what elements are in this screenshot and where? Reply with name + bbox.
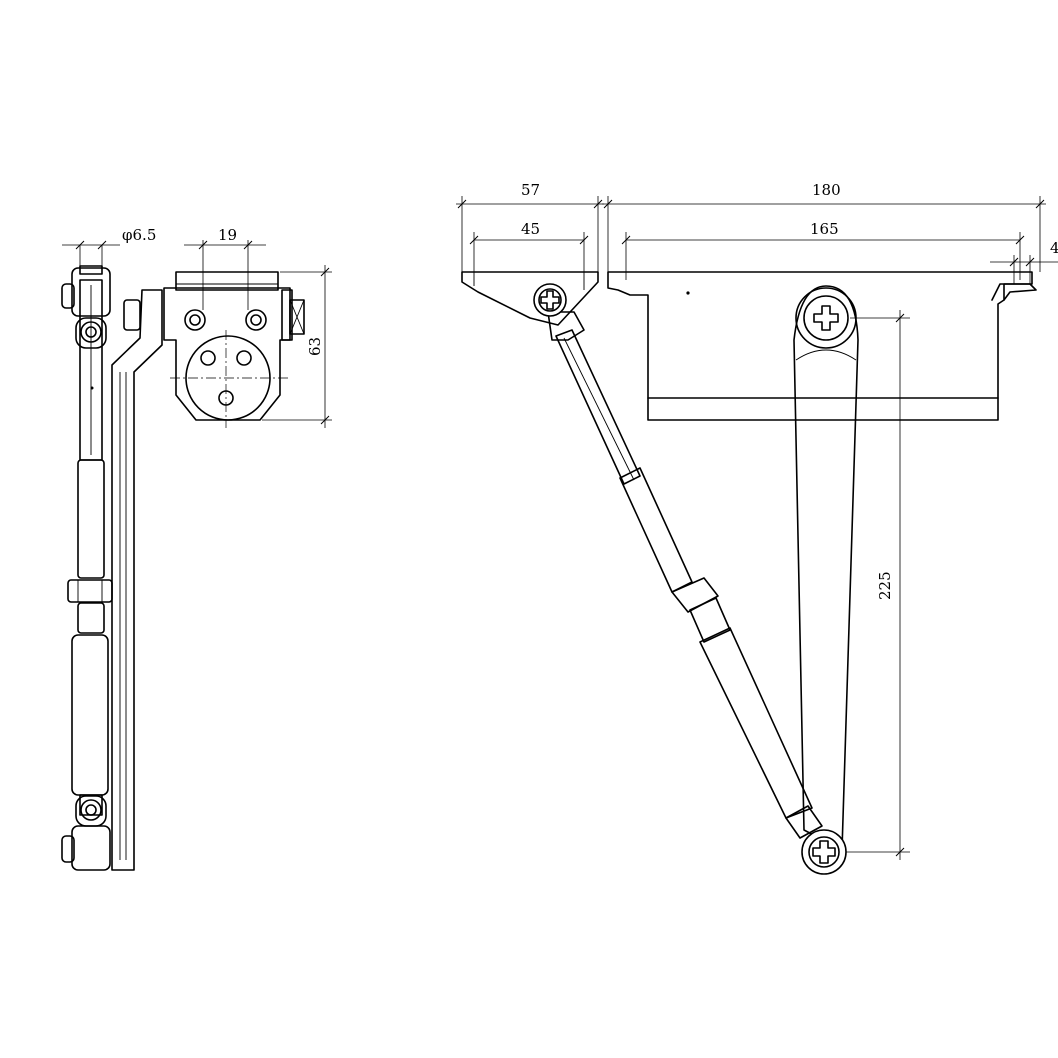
front-forearm (547, 311, 823, 839)
front-closer-body (607, 271, 1037, 421)
dim-bracket-holes-label: 45 (521, 220, 540, 238)
dim-pin-diameter-label: φ6.5 (122, 226, 156, 244)
side-bottom-rod-end (61, 795, 111, 871)
dim-edge-offset-label: 4 (1050, 239, 1058, 257)
side-closer-body (163, 271, 305, 428)
dim-bracket-holes: 45 (469, 220, 589, 272)
dim-arm-length: 225 (846, 310, 910, 860)
side-main-arm (111, 289, 163, 871)
side-view: φ6.5 19 63 (61, 226, 332, 871)
front-main-arm (793, 285, 859, 851)
dim-bracket-height: 63 (262, 265, 332, 428)
side-arm-rod (67, 279, 113, 816)
side-top-rod-end (61, 265, 111, 390)
dim-hole-spacing: 19 (184, 226, 266, 310)
dim-hole-spacing-label: 19 (218, 226, 237, 244)
dim-body-overall-label: 180 (812, 181, 841, 199)
dim-body-overall: 180 (602, 181, 1046, 272)
dim-bracket-overall-label: 57 (521, 181, 540, 199)
dim-arm-length-label: 225 (876, 571, 894, 600)
bottom-pivot-screw-icon (812, 840, 836, 864)
bracket-pivot (533, 283, 567, 317)
front-door-bracket (461, 271, 599, 326)
dim-body-holes-label: 165 (810, 220, 839, 238)
dim-bracket-height-label: 63 (306, 337, 324, 356)
dim-pin-diameter: φ6.5 (62, 226, 156, 268)
top-pivot-screw-icon (813, 305, 839, 331)
front-view: 57 45 180 165 (456, 181, 1058, 875)
bottom-pivot (801, 829, 847, 875)
bracket-pivot-screw-icon (540, 290, 560, 310)
dim-bracket-overall: 57 (456, 181, 604, 272)
dim-edge-offset: 4 (990, 239, 1058, 284)
dim-body-holes: 165 (621, 220, 1025, 280)
